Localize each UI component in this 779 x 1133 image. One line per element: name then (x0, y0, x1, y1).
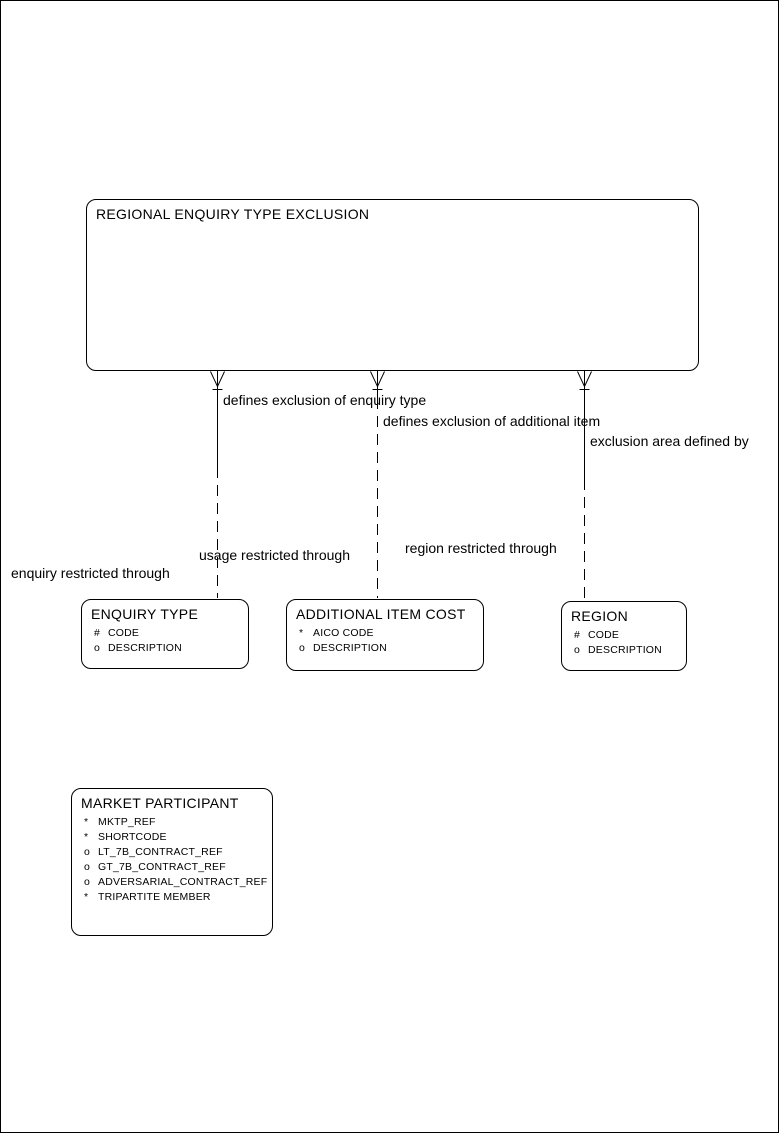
crows-foot-right-prong (584, 371, 592, 387)
attribute-prefix: * (84, 831, 89, 843)
attribute-row: o DESCRIPTION (287, 641, 483, 656)
attribute-name: SHORTCODE (98, 831, 167, 843)
relationship-line-additional-item-cost[interactable] (370, 371, 385, 598)
attribute-prefix: o (574, 644, 581, 656)
entity-market-participant[interactable]: MARKET PARTICIPANT *MKTP_REF *SHORTCODE … (71, 788, 273, 936)
attribute-row: o LT_7B_CONTRACT_REF (72, 845, 272, 860)
attribute-name: TRIPARTITE MEMBER (98, 891, 211, 903)
attribute-prefix: # (94, 627, 101, 639)
attribute-row: * SHORTCODE (72, 830, 272, 845)
entity-enquiry-type[interactable]: ENQUIRY TYPE # CODE o DESCRIPTION (81, 599, 249, 669)
crows-foot-right-prong (377, 371, 385, 387)
attribute-name: CODE (108, 627, 140, 639)
attribute-row: * TRIPARTITE MEMBER (72, 890, 272, 905)
attribute-name: ADVERSARIAL_CONTRACT_REF (98, 876, 268, 888)
relationship-label-child-end-enquiry-type: enquiry restricted through (11, 565, 170, 581)
entity-title: REGION (571, 608, 629, 624)
attribute-row: o DESCRIPTION (562, 643, 686, 658)
relationship-label-child-end-region: region restricted through (405, 540, 557, 556)
crows-foot-left-prong (370, 371, 378, 387)
attribute-prefix: o (84, 861, 91, 873)
attribute-name: DESCRIPTION (588, 644, 662, 656)
attribute-name: CODE (588, 629, 620, 641)
entity-title: MARKET PARTICIPANT (81, 795, 239, 811)
attribute-prefix: o (299, 642, 306, 654)
attribute-prefix: * (299, 627, 304, 639)
entity-title: REGIONAL ENQUIRY TYPE EXCLUSION (96, 206, 370, 222)
attribute-name: GT_7B_CONTRACT_REF (98, 861, 226, 873)
attribute-prefix: o (94, 642, 101, 654)
attribute-row: * AICO CODE (287, 626, 483, 641)
attribute-name: MKTP_REF (98, 816, 156, 828)
attribute-prefix: o (84, 846, 91, 858)
attribute-name: DESCRIPTION (313, 642, 387, 654)
attribute-prefix: # (574, 629, 581, 641)
attribute-row: o DESCRIPTION (82, 641, 248, 656)
attribute-row: # CODE (562, 628, 686, 643)
crows-foot-left-prong (210, 371, 218, 387)
entity-title: ADDITIONAL ITEM COST (296, 606, 466, 622)
attribute-row: o GT_7B_CONTRACT_REF (72, 860, 272, 875)
attribute-row: * MKTP_REF (72, 815, 272, 830)
attribute-row: # CODE (82, 626, 248, 641)
attribute-name: AICO CODE (313, 627, 374, 639)
entity-additional-item-cost[interactable]: ADDITIONAL ITEM COST * AICO CODE o DESCRIP… (286, 599, 484, 671)
attribute-name: DESCRIPTION (108, 642, 182, 654)
relationship-label-parent-end-region: exclusion area defined by (590, 433, 749, 449)
crows-foot-left-prong (577, 371, 585, 387)
entity-region[interactable]: REGION # CODE o DESCRIPTION (561, 601, 687, 671)
entity-regional-enquiry-type-exclusion[interactable]: REGIONAL ENQUIRY TYPE EXCLUSION (86, 199, 699, 371)
attribute-prefix: * (84, 816, 89, 828)
relationship-label-parent-end-enquiry-type: defines exclusion of enquiry type (223, 392, 427, 408)
attribute-prefix: * (84, 891, 89, 903)
attribute-row: o ADVERSARIAL_CONTRACT_REF (72, 875, 272, 890)
crows-foot-right-prong (217, 371, 225, 387)
relationship-line-region[interactable] (577, 371, 592, 600)
entity-title: ENQUIRY TYPE (91, 606, 199, 622)
relationship-label-parent-end-additional-item-cost: defines exclusion of additional item (383, 413, 601, 429)
attribute-prefix: o (84, 876, 91, 888)
relationship-line-enquiry-type[interactable] (210, 371, 225, 598)
attribute-name: LT_7B_CONTRACT_REF (98, 846, 223, 858)
relationship-label-child-end-additional-item-cost: usage restricted through (199, 547, 350, 563)
